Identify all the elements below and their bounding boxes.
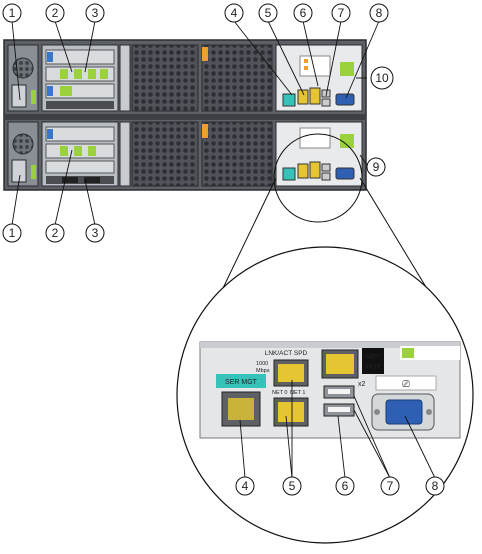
callout-bottom-left-3: 3 bbox=[85, 223, 105, 243]
callout-top-6: 6 bbox=[293, 3, 313, 23]
fan-module-lower-right bbox=[201, 121, 273, 187]
pcie-slots-upper[interactable] bbox=[41, 44, 119, 112]
svg-text:10: 10 bbox=[375, 71, 389, 85]
power-supply-lower[interactable] bbox=[7, 121, 39, 187]
net-mgt-port-group: NET MGT bbox=[321, 348, 384, 379]
callout-bottom-left-2: 2 bbox=[45, 223, 65, 243]
power-supply-upper[interactable] bbox=[7, 44, 39, 112]
monitor-icon: ⎚ bbox=[402, 380, 410, 390]
magnified-io-view: SER MGT LNK/ACT SPD 1000 Mbps NET 0 NET … bbox=[176, 177, 474, 544]
speed-value: 1000 bbox=[256, 361, 268, 367]
usb-ports-group: x2 bbox=[323, 381, 366, 417]
speed-unit: Mbps bbox=[256, 368, 270, 374]
svg-text:3: 3 bbox=[92, 226, 99, 240]
svg-text:3: 3 bbox=[92, 6, 99, 20]
net-ports-group: LNK/ACT SPD 1000 Mbps NET 0 NET 1 bbox=[256, 350, 309, 427]
svg-text:2: 2 bbox=[52, 6, 59, 20]
callout-zoom-4: 4 bbox=[235, 476, 255, 496]
svg-text:7: 7 bbox=[338, 6, 345, 20]
svg-text:6: 6 bbox=[342, 479, 349, 493]
ser-mgt-port-group: SER MGT bbox=[216, 374, 266, 427]
callout-side-9: 9 bbox=[366, 157, 386, 177]
svg-text:9: 9 bbox=[373, 160, 380, 174]
callout-top-8: 8 bbox=[369, 3, 389, 23]
pcie-slots-lower[interactable] bbox=[41, 121, 119, 187]
lnk-act-spd-label: LNK/ACT SPD bbox=[265, 350, 308, 357]
svg-text:4: 4 bbox=[242, 479, 249, 493]
svg-text:5: 5 bbox=[265, 6, 272, 20]
vga-port-group: ⎚ bbox=[371, 375, 437, 431]
callout-top-4: 4 bbox=[224, 3, 244, 23]
net-mgt-label-line1: NET bbox=[366, 354, 381, 361]
net0-label: NET 0 bbox=[272, 390, 288, 396]
ser-mgt-label: SER MGT bbox=[225, 379, 258, 386]
callout-zoom-7: 7 bbox=[380, 476, 400, 496]
svg-text:1: 1 bbox=[9, 226, 16, 240]
svg-text:8: 8 bbox=[376, 6, 383, 20]
callout-zoom-8: 8 bbox=[425, 476, 445, 496]
svg-text:6: 6 bbox=[300, 6, 307, 20]
upper-node bbox=[7, 44, 363, 112]
callout-top-5: 5 bbox=[258, 3, 278, 23]
svg-text:4: 4 bbox=[231, 6, 238, 20]
callouts: 1 2 3 4 5 6 7 8 bbox=[2, 3, 445, 496]
svg-text:7: 7 bbox=[387, 479, 394, 493]
leader-lines bbox=[11, 20, 436, 479]
fan-module-lower-left bbox=[131, 121, 199, 187]
rear-io-lower bbox=[275, 121, 363, 187]
fan-module-upper-left bbox=[131, 44, 199, 112]
svg-text:1: 1 bbox=[9, 6, 16, 20]
callout-top-3: 3 bbox=[85, 3, 105, 23]
svg-text:5: 5 bbox=[289, 479, 296, 493]
callout-top-2: 2 bbox=[45, 3, 65, 23]
callout-bottom-left-1: 1 bbox=[2, 223, 22, 243]
callout-top-1: 1 bbox=[2, 3, 22, 23]
callout-side-10: 10 bbox=[370, 66, 394, 90]
lower-node bbox=[7, 121, 363, 187]
callout-zoom-5: 5 bbox=[282, 476, 302, 496]
svg-text:2: 2 bbox=[52, 226, 59, 240]
svg-text:8: 8 bbox=[432, 479, 439, 493]
callout-zoom-6: 6 bbox=[335, 476, 355, 496]
server-chassis bbox=[3, 39, 367, 191]
magnify-source-circle bbox=[273, 133, 363, 223]
usb-count-label: x2 bbox=[358, 381, 366, 388]
rear-io-upper bbox=[275, 44, 363, 112]
fan-module-upper-right bbox=[201, 44, 273, 112]
callout-top-7: 7 bbox=[331, 3, 351, 23]
net1-label: NET 1 bbox=[290, 390, 306, 396]
net-mgt-label-line2: MGT bbox=[365, 364, 381, 371]
